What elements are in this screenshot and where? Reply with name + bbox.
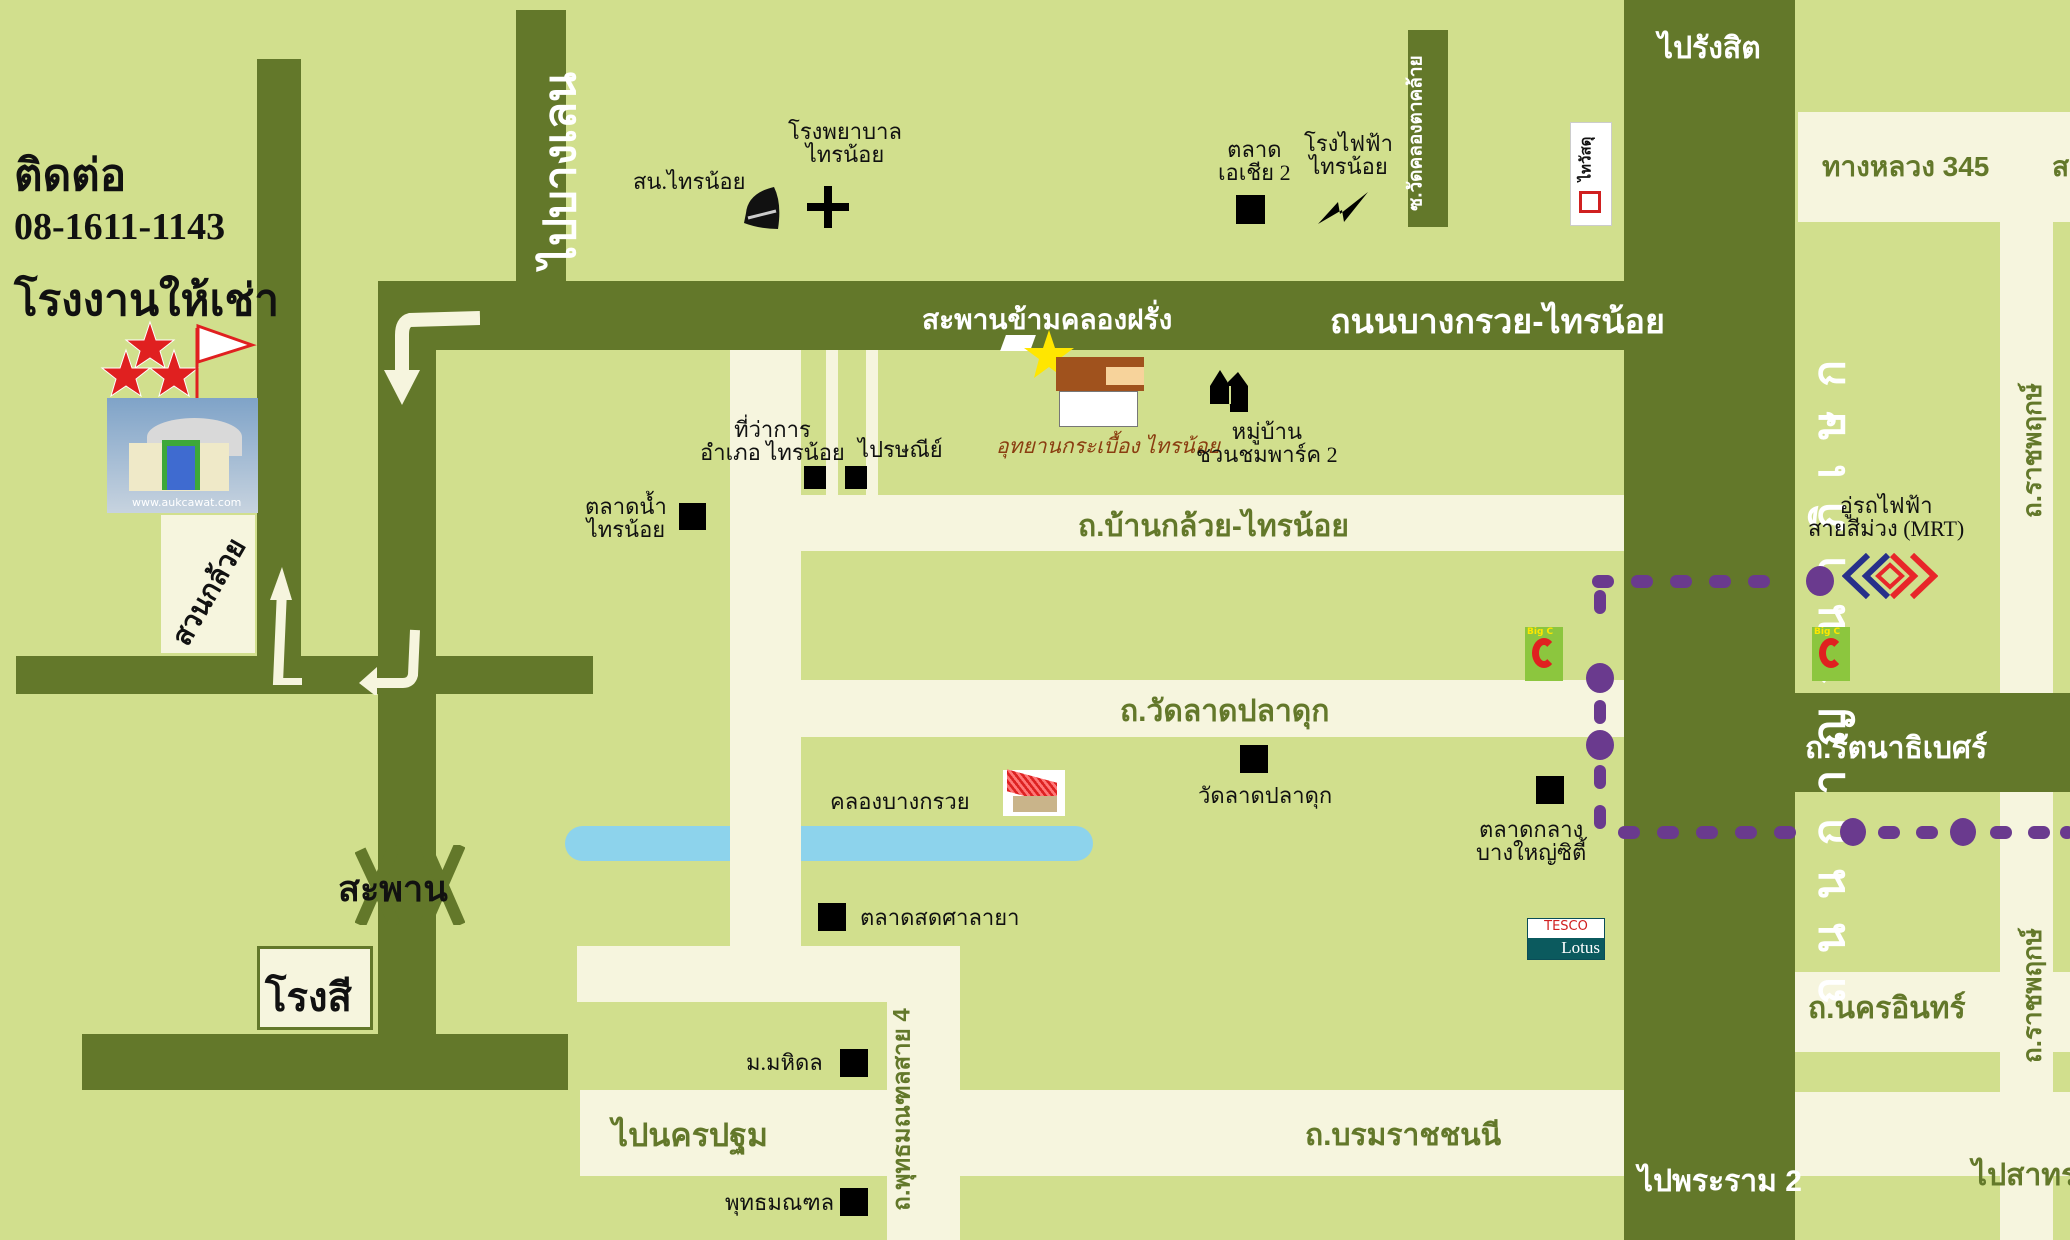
thaiwatsadu-logo: ไทวัสดุ — [1570, 122, 1612, 226]
road-ban-kluai-sainoi — [730, 495, 1630, 551]
road-label-ratchaphruek-2: ถ.ราชพฤกษ์ — [2016, 928, 2047, 1063]
road-phutthamonthon-4 — [887, 946, 960, 1240]
road-kanchanaphisek — [1624, 0, 1795, 1240]
hospital-label: โรงพยาบาล ไทรน้อย — [788, 119, 902, 168]
road-bottom-horizontal — [82, 1034, 568, 1090]
bigc-logo-text: Big C — [1527, 627, 1554, 637]
road-label-rattanathibet: ถ.รัตนาธิเบศร์ — [1805, 732, 1988, 765]
central-market-marker-icon — [1536, 776, 1564, 804]
tesco-logo-text: TESCO — [1528, 919, 1604, 938]
turn-left-arrow-icon — [359, 629, 420, 695]
road-vertical-minor — [730, 350, 801, 950]
road-label-bangkruai-sainoi: ถนนบางกรวย-ไทรน้อย — [1330, 303, 1665, 341]
road-label-highway-345: ทางหลวง 345 — [1822, 151, 1990, 182]
road-soi-wat-khlong-takhlai — [1408, 30, 1448, 227]
phutthamonthon-marker-icon — [840, 1188, 868, 1216]
road-label-bridge-khlong-farang: สะพานข้ามคลองฝรั่ง — [922, 304, 1173, 335]
district-office-marker-icon — [804, 466, 826, 489]
up-arrow-icon — [270, 567, 302, 685]
bridge-label: สะพาน — [338, 869, 448, 910]
road-label-to-rama2: ไปพระราม 2 — [1638, 1165, 1802, 1198]
mahidol-label: ม.มหิดล — [746, 1050, 823, 1075]
wat-lat-pla-duk-marker-icon — [1240, 745, 1268, 773]
shop-building-icon — [1056, 357, 1144, 427]
road-label-ratchaphruek-1: ถ.ราชพฤกษ์ — [2016, 383, 2047, 518]
floating-market-label: ตลาดน้ำ ไทรน้อย — [585, 494, 667, 543]
canal — [565, 826, 1093, 861]
mrt-label: อู่รถไฟฟ้า สายสีม่วง (MRT) — [1808, 493, 1965, 542]
lotus-logo-text: Lotus — [1528, 938, 1604, 959]
bigc-logo-1: Big C — [1525, 627, 1563, 681]
lightning-icon — [1318, 192, 1368, 224]
road-label-wat-lat-pla-duk: ถ.วัดลาดปลาดุก — [1120, 695, 1330, 728]
mrt-logo-icon — [1842, 553, 1938, 599]
tesco-lotus-logo: TESCO Lotus — [1527, 918, 1605, 960]
contact-subtitle: โรงงานให้เช่า — [14, 276, 280, 325]
paint-factory-box — [257, 946, 373, 1030]
turn-arrow-icon — [384, 311, 480, 405]
salaya-market-label: ตลาดสดศาลายา — [860, 905, 1020, 930]
road-thin-1 — [826, 350, 838, 495]
paint-factory-label: โรงสี — [265, 975, 352, 1021]
district-office-label: ที่ว่าการ อำเภอ ไทรน้อย — [700, 417, 845, 466]
road-label-bang-len: ไปบางเลน — [536, 71, 586, 269]
road-label-to-nakhon-pathom: ไปนครปฐม — [612, 1117, 768, 1153]
road-bangkruai-sainoi — [378, 281, 1628, 350]
road-left-horizontal — [16, 656, 593, 694]
shop-logo-text: อุทยานกระเบื้อง ไทรน้อย — [996, 434, 1220, 458]
thaiwatsadu-logo-text: ไทวัสดุ — [1576, 136, 1595, 182]
shop-star-icon — [1024, 330, 1074, 378]
salaya-market-marker-icon — [818, 903, 846, 931]
house-roof-icon — [1003, 769, 1065, 816]
road-label-borommaratchachonnani: ถ.บรมราชชนนี — [1305, 1119, 1502, 1152]
contact-title: ติดต่อ — [14, 150, 127, 201]
stars-flag-icon — [100, 320, 257, 410]
police-cap-icon — [744, 187, 780, 229]
floating-market-marker-icon — [679, 503, 706, 530]
road-wat-lat-pla-duk — [800, 680, 1630, 737]
road-highway-345 — [1798, 112, 2070, 222]
road-borommaratchachonnani — [580, 1090, 1630, 1176]
village-house-icon — [1210, 370, 1248, 412]
road-label-nakhon-in: ถ.นครอินทร์ — [1808, 992, 1966, 1025]
asia-market-label: ตลาด เอเชีย 2 — [1218, 137, 1291, 186]
road-label-to-sathorn: ไปสาทร — [1972, 1159, 2070, 1192]
hospital-cross-icon — [807, 186, 849, 228]
road-label-phutthamonthon-4: ถ.พุทธมณฑลสาย 4 — [888, 1008, 916, 1211]
contact-phone: 08-1611-1143 — [14, 206, 226, 248]
road-label-highway-345-cut: ส — [2052, 151, 2070, 182]
bigc-logo-2: Big C — [1812, 627, 1850, 681]
factory-image: www.aukcawat.com — [107, 398, 258, 513]
khlong-bang-kruai-label: คลองบางกรวย — [830, 789, 970, 814]
road-label-ban-kluai-sainoi: ถ.บ้านกล้วย-ไทรน้อย — [1078, 510, 1349, 543]
road-label-to-rangsit: ไปรังสิต — [1658, 32, 1761, 65]
bridge-icon — [355, 845, 465, 925]
suan-kluai-box — [161, 515, 255, 653]
post-office-label: ไปรษณีย์ — [858, 437, 943, 462]
road-label-soi-wat-khlong-takhlai: ซ.วัดคลองตาคล้าย — [1405, 55, 1427, 211]
phutthamonthon-label: พุทธมณฑล — [725, 1190, 835, 1215]
post-office-marker-icon — [845, 466, 867, 489]
road-to-sathorn — [1795, 1092, 2070, 1176]
road-rattanathibet — [1795, 693, 2070, 792]
wat-lat-pla-duk-label: วัดลาดปลาดุก — [1198, 783, 1333, 808]
bigc-logo-text: Big C — [1814, 627, 1841, 637]
mahidol-marker-icon — [840, 1049, 868, 1077]
power-plant-label: โรงไฟฟ้า ไทรน้อย — [1304, 131, 1393, 180]
road-nakhon-in — [1795, 972, 2070, 1052]
road-bang-len — [516, 10, 566, 284]
village-label: หมู่บ้าน ชวนชมพาร์ค 2 — [1196, 419, 1338, 468]
asia-market-marker-icon — [1236, 195, 1265, 224]
road-thin-2 — [866, 350, 878, 495]
police-label: สน.ไทรน้อย — [633, 169, 746, 194]
factory-image-caption: www.aukcawat.com — [132, 496, 242, 509]
central-market-label: ตลาดกลาง บางใหญ่ซิตี้ — [1476, 817, 1587, 866]
